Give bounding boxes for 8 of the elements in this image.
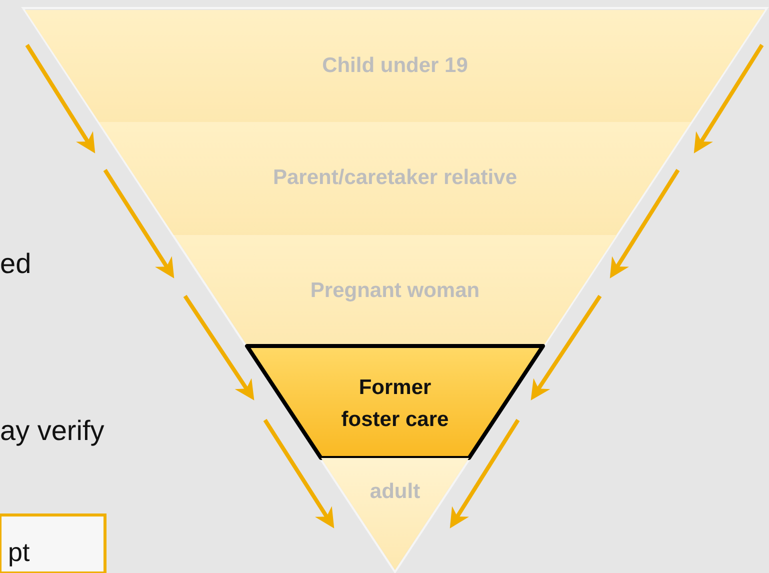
band-label: Parent/caretaker relative [272, 166, 518, 190]
body-text: ed [0, 248, 32, 280]
band-label: Pregnant woman [309, 279, 481, 303]
note-text: pt [8, 537, 31, 568]
band-label: Child under 19 [321, 54, 469, 78]
body-text: ay verify [0, 415, 104, 447]
band-label: adult [368, 480, 422, 504]
band-label: Former foster care [340, 375, 450, 433]
